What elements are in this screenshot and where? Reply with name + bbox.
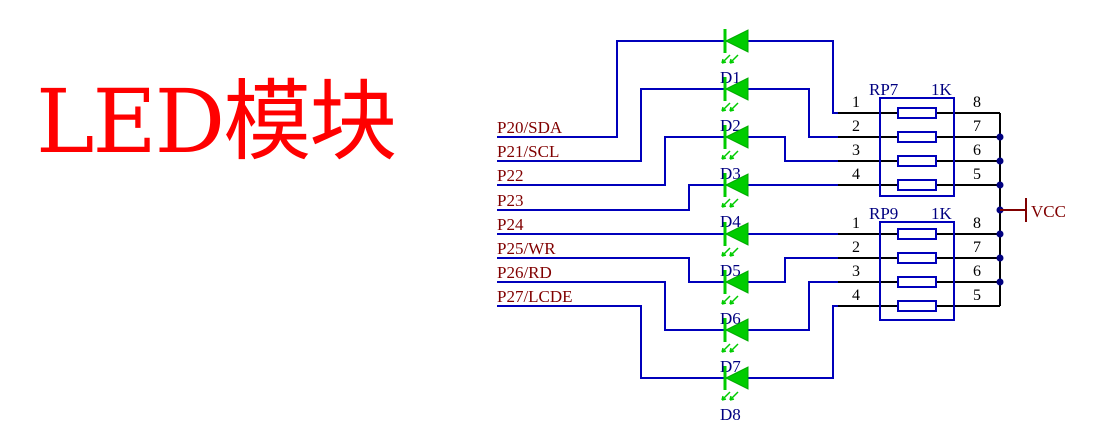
pin-number-left: 3	[852, 263, 860, 280]
light-arrow	[729, 198, 739, 208]
junction-dot	[996, 133, 1004, 141]
pin-number-left: 4	[852, 287, 860, 304]
light-arrow	[729, 150, 739, 160]
net-wire	[497, 184, 738, 211]
net-label: P23	[497, 191, 523, 210]
net-label: P24	[497, 215, 524, 234]
led-wire	[738, 136, 880, 162]
resistor-pack-body	[879, 221, 955, 321]
light-arrow	[721, 295, 731, 305]
pin-number-right: 7	[973, 239, 981, 256]
led-triangle	[724, 318, 749, 342]
pin-number-right: 8	[973, 94, 981, 111]
net-label: P26/RD	[497, 263, 552, 282]
resistor-element	[897, 252, 937, 264]
junction-dot	[996, 254, 1004, 262]
light-arrow	[721, 343, 731, 353]
light-arrow	[721, 391, 731, 401]
led-triangle	[724, 222, 749, 246]
pin-number-left: 3	[852, 142, 860, 159]
light-arrow	[729, 54, 739, 64]
light-arrow	[721, 198, 731, 208]
resistor-pack-ref: RP9	[869, 204, 898, 223]
pin-number-left: 1	[852, 215, 860, 232]
net-label: P21/SCL	[497, 142, 559, 161]
resistor-pack-value: 1K	[931, 80, 953, 99]
vcc-label: VCC	[1031, 202, 1066, 221]
resistor-pack-body	[879, 97, 955, 197]
light-arrow	[729, 247, 739, 257]
resistor-element	[897, 107, 937, 119]
led-d8: D8	[720, 366, 749, 424]
junction-dot	[996, 230, 1004, 238]
module-title: LED模块	[36, 70, 397, 173]
pin-number-left: 2	[852, 118, 860, 135]
pin-number-right: 7	[973, 118, 981, 135]
wiring	[497, 40, 880, 379]
pin-number-left: 2	[852, 239, 860, 256]
net-wire	[497, 281, 738, 331]
resistor-element	[897, 179, 937, 191]
net-label: P22	[497, 166, 523, 185]
light-arrow	[729, 102, 739, 112]
light-arrow	[729, 391, 739, 401]
led-triangle	[724, 270, 749, 294]
light-arrow	[721, 150, 731, 160]
resistor-pack-value: 1K	[931, 204, 953, 223]
light-arrow	[721, 247, 731, 257]
resistor-element	[897, 155, 937, 167]
net-wire	[497, 305, 738, 379]
vcc-symbol: VCC	[1000, 198, 1066, 222]
junction-dot	[996, 157, 1004, 165]
junction-dot	[996, 278, 1004, 286]
led-triangle	[724, 77, 749, 101]
pin-number-right: 6	[973, 142, 981, 159]
led-wire	[738, 257, 880, 283]
junction-dot	[996, 181, 1004, 189]
net-wire	[497, 136, 738, 186]
pin-number-right: 5	[973, 166, 981, 183]
led-triangle	[724, 29, 749, 53]
net-wire	[497, 40, 738, 138]
resistor-element	[897, 300, 937, 312]
pin-number-right: 6	[973, 263, 981, 280]
light-arrow	[721, 54, 731, 64]
led-triangle	[724, 173, 749, 197]
pin-number-right: 8	[973, 215, 981, 232]
light-arrow	[721, 102, 731, 112]
net-label: P27/LCDE	[497, 287, 573, 306]
net-wire	[497, 257, 738, 283]
net-wire	[497, 88, 738, 162]
net-label: P25/WR	[497, 239, 556, 258]
led-triangle	[724, 125, 749, 149]
resistor-pack-ref: RP7	[869, 80, 899, 99]
pin-number-right: 5	[973, 287, 981, 304]
light-arrow	[729, 343, 739, 353]
light-arrow	[729, 295, 739, 305]
resistor-element	[897, 228, 937, 240]
resistor-element	[897, 276, 937, 288]
pin-number-left: 4	[852, 166, 860, 183]
led-ref: D8	[720, 405, 741, 424]
net-label: P20/SDA	[497, 118, 563, 137]
led-triangle	[724, 366, 749, 390]
resistor-element	[897, 131, 937, 143]
pin-number-left: 1	[852, 94, 860, 111]
